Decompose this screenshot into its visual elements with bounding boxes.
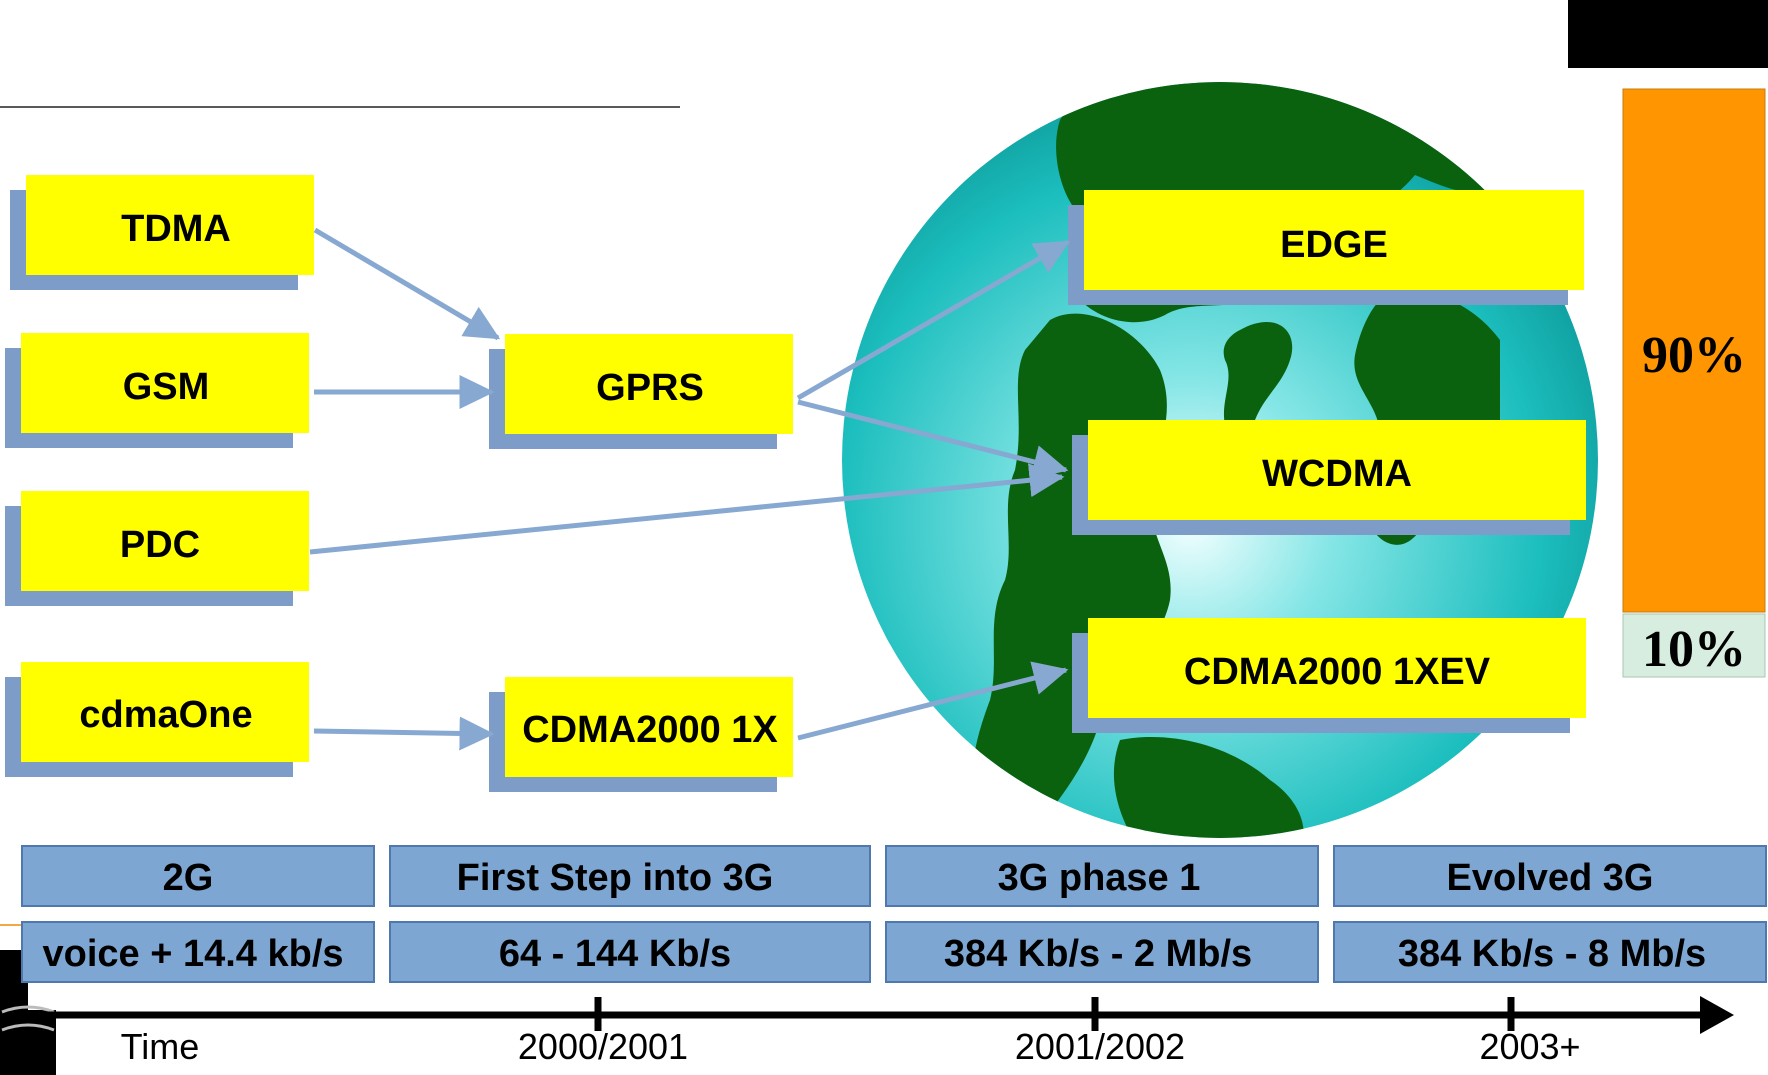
box-gsm: GSM [5,333,309,448]
box-cdmaone-label: cdmaOne [79,694,252,736]
box-gsm-label: GSM [123,366,210,408]
arrow-gprs-wcdma [797,399,1069,479]
speed-first-step: 64 - 144 Kb/s [499,933,731,975]
speed-evolved-3g: 384 Kb/s - 8 Mb/s [1398,933,1706,975]
arrow-tdma-gprs [313,227,501,341]
box-edge-label: EDGE [1280,224,1388,266]
box-gprs: GPRS [489,334,793,449]
speed-2g: voice + 14.4 kb/s [42,933,343,975]
era-2g: 2G [163,857,214,899]
tick-label-2: 2001/2002 [1015,1026,1185,1067]
box-tdma-label: TDMA [121,208,231,250]
era-3g-phase1: 3G phase 1 [998,857,1201,899]
arrow-cdma2000-1x-1xev [797,661,1069,741]
tick-label-3: 2003+ [1479,1026,1580,1067]
box-wcdma-label: WCDMA [1262,453,1412,495]
timeline-start-label: Time [121,1026,200,1067]
box-gprs-label: GPRS [596,367,704,409]
speed-3g-phase1: 384 Kb/s - 2 Mb/s [944,933,1252,975]
era-first-step: First Step into 3G [457,857,774,899]
timeline-axis: Time 2000/2001 2001/2002 2003+ [22,996,1734,1067]
box-cdma2000-1x: CDMA2000 1X [489,677,793,792]
tick-label-1: 2000/2001 [518,1026,688,1067]
era-evolved-3g: Evolved 3G [1447,857,1654,899]
arrow-gprs-edge [796,239,1071,401]
box-cdma2000-1xev-label: CDMA2000 1XEV [1184,651,1491,693]
box-cdma2000-1xev: CDMA2000 1XEV [1072,618,1586,733]
box-pdc-label: PDC [120,524,200,566]
arrows [309,227,1071,751]
share-10-label: 10% [1642,621,1746,678]
box-cdmaone: cdmaOne [5,662,309,777]
speed-row: voice + 14.4 kb/s 64 - 144 Kb/s 384 Kb/s… [21,921,1767,983]
logo-block [1568,0,1768,68]
box-tdma: TDMA [10,175,314,290]
box-pdc: PDC [5,491,309,606]
arrow-pdc-wcdma [309,463,1065,555]
box-edge: EDGE [1068,190,1584,305]
era-row: 2G First Step into 3G 3G phase 1 Evolved… [21,845,1767,907]
timeline-arrowhead-icon [1700,996,1734,1034]
box-wcdma: WCDMA [1072,420,1586,535]
share-90-label: 90% [1642,327,1746,384]
box-cdma2000-1x-label: CDMA2000 1X [522,709,778,751]
market-share-bar: 90% 10% [1622,88,1766,678]
arrow-cdmaone-cdma2000-1x [313,716,495,751]
